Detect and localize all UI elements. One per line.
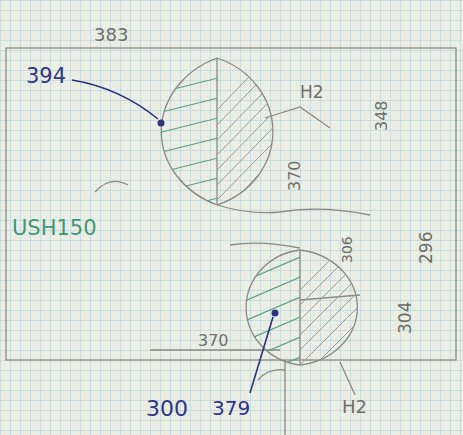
- callout-number: 379: [212, 398, 250, 418]
- callout-number: 300: [146, 398, 188, 420]
- level-number: 306: [340, 236, 354, 263]
- layer-label: H2: [300, 84, 324, 101]
- level-number: 296: [418, 232, 435, 264]
- level-number: 370: [198, 333, 229, 349]
- level-number: 383: [94, 26, 128, 44]
- level-number: 304: [397, 302, 414, 334]
- level-number: 348: [374, 100, 390, 131]
- layer-label: H2: [342, 398, 367, 416]
- callout-number: 394: [26, 66, 66, 87]
- level-number: 370: [287, 160, 303, 191]
- unit-label: USH150: [12, 218, 97, 239]
